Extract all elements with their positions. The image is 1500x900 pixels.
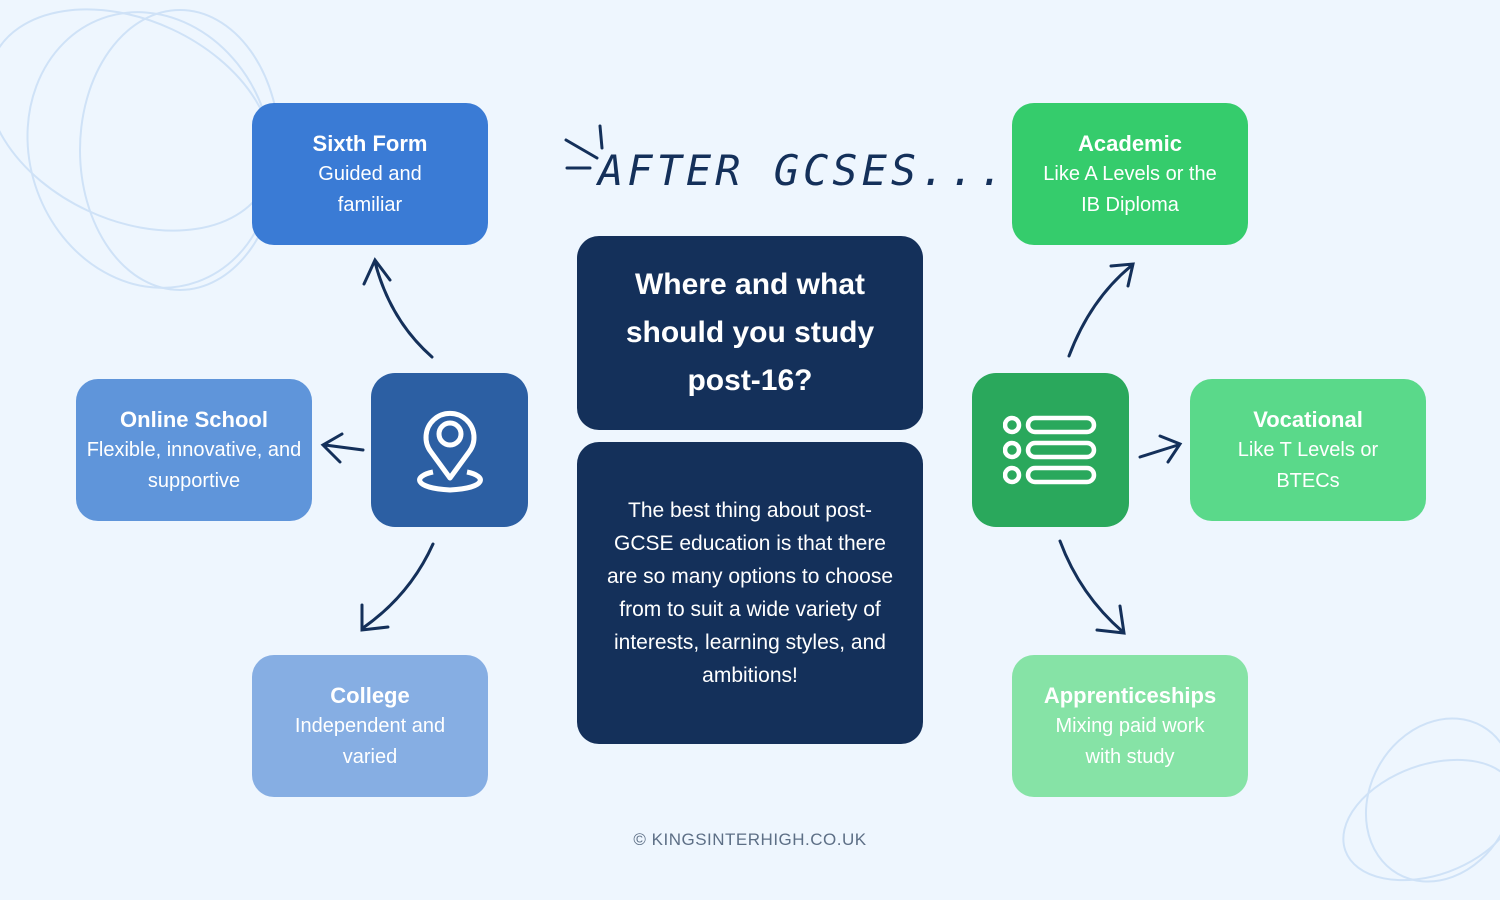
- question-card: Where and what should you study post-16?: [577, 236, 923, 430]
- option-subtitle: Independent and varied: [294, 714, 446, 768]
- arrow-to-online-school: [320, 432, 365, 464]
- option-title: Sixth Form: [312, 130, 428, 156]
- option-apprenticeships: Apprenticeships Mixing paid work with st…: [1012, 655, 1248, 797]
- description-text: The best thing about post-GCSE education…: [607, 499, 894, 687]
- option-online-school: Online School Flexible, innovative, and …: [76, 379, 312, 521]
- option-sixth-form: Sixth Form Guided and familiar: [252, 103, 488, 245]
- option-title: Online School: [120, 406, 268, 432]
- arrow-to-academic: [1067, 262, 1135, 358]
- option-subtitle: Like A Levels or the IB Diploma: [1043, 162, 1217, 216]
- where-icon-box: [371, 373, 528, 527]
- option-subtitle: Guided and familiar: [318, 162, 422, 216]
- option-title: Apprenticeships: [1043, 682, 1217, 708]
- option-title: Academic: [1078, 130, 1182, 156]
- title-sparkle: [564, 124, 604, 170]
- option-title: College: [330, 682, 410, 708]
- description-card: The best thing about post-GCSE education…: [577, 442, 923, 744]
- arrow-to-sixth-form: [362, 257, 434, 359]
- copyright-footer: © KINGSINTERHIGH.CO.UK: [633, 830, 867, 849]
- option-vocational: Vocational Like T Levels or BTECs: [1190, 379, 1426, 521]
- what-icon-box: [972, 373, 1129, 527]
- arrow-to-college: [360, 542, 435, 632]
- option-academic: Academic Like A Levels or the IB Diploma: [1012, 103, 1248, 245]
- option-subtitle: Mixing paid work with study: [1055, 714, 1205, 768]
- option-college: College Independent and varied: [252, 655, 488, 797]
- arrow-to-vocational: [1138, 434, 1183, 464]
- list-icon: [1002, 415, 1096, 485]
- page-title: AFTER GCSES...: [598, 146, 1009, 195]
- option-title: Vocational: [1253, 406, 1363, 432]
- option-subtitle: Like T Levels or BTECs: [1237, 438, 1379, 492]
- arrow-to-apprenticeships: [1058, 539, 1126, 635]
- question-text: Where and what should you study post-16?: [625, 268, 875, 397]
- option-subtitle: Flexible, innovative, and supportive: [86, 438, 302, 492]
- location-pin-icon: [416, 410, 483, 493]
